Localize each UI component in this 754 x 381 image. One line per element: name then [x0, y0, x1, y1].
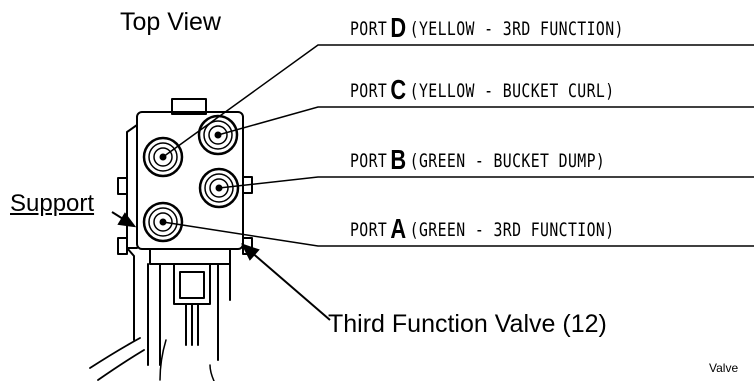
port-b-prefix: PORT — [350, 150, 388, 172]
port-b-description: (GREEN - BUCKET DUMP) — [409, 150, 606, 172]
footer-caption: Valve — [709, 361, 739, 375]
port-a-fitting — [142, 201, 184, 243]
left-bolt-upper — [117, 177, 128, 195]
port-a-letter: A — [390, 213, 407, 244]
valve-arrow — [249, 250, 331, 321]
valve-label: Third Function Valve (12) — [328, 310, 607, 338]
port-c-description: (YELLOW - BUCKET CURL) — [409, 80, 615, 102]
port-a-description: (GREEN - 3RD FUNCTION) — [409, 219, 615, 241]
port-d-letter: D — [390, 12, 407, 43]
port-c-letter: C — [390, 74, 407, 105]
support-bracket — [126, 124, 138, 341]
leader-port-b — [218, 176, 754, 189]
leader-port-d — [162, 44, 754, 158]
port-a-prefix: PORT — [350, 219, 388, 241]
left-bolt-lower — [117, 237, 128, 255]
top-fitting — [171, 98, 207, 115]
port-c-prefix: PORT — [350, 80, 388, 102]
leader-port-a — [162, 221, 754, 247]
port-d-prefix: PORT — [350, 18, 388, 40]
leader-port-c — [217, 106, 754, 136]
support-label: Support — [10, 190, 95, 217]
top-view-title: Top View — [120, 8, 221, 36]
port-b-fitting — [198, 167, 240, 209]
port-d-description: (YELLOW - 3RD FUNCTION) — [409, 18, 624, 40]
port-b-letter: B — [390, 144, 407, 175]
